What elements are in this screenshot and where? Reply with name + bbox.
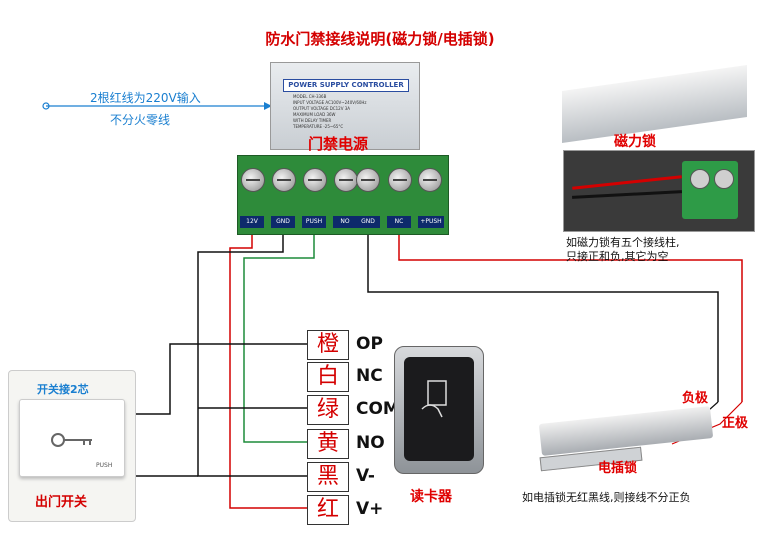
power-supply-box: POWER SUPPLY CONTROLLER MODEL CH-336B IN…	[270, 62, 420, 150]
terminal-12v: 12V	[240, 216, 264, 228]
card-reader-image	[394, 346, 484, 474]
input-note-line1: 2根红线为220V输入	[90, 91, 201, 105]
screw-icon	[418, 168, 442, 192]
terminal-gnd2: GND	[356, 216, 380, 228]
reader-label: 读卡器	[410, 489, 452, 505]
supply-header: POWER SUPPLY CONTROLLER	[283, 79, 409, 92]
boltlock-pos-label: 正极	[722, 416, 749, 431]
boltlock-note: 如电插锁无红黑线,则接线不分正负	[522, 491, 691, 504]
reader-wire-yellow: 黄	[307, 429, 349, 459]
terminal-no: NO	[333, 216, 357, 228]
reader-code-vplus: V+	[356, 499, 384, 519]
supply-spec-0: MODEL CH-336B	[293, 94, 327, 99]
maglock-note-line1: 如磁力锁有五个接线柱,	[566, 236, 680, 249]
boltlock-label: 电插锁	[598, 461, 638, 476]
reader-wire-orange: 橙	[307, 330, 349, 360]
exit-switch-top-label: 开关接2芯	[37, 383, 89, 396]
input-note-line2: 不分火零线	[110, 113, 171, 127]
page-title: 防水门禁接线说明(磁力锁/电插锁)	[265, 30, 495, 48]
exit-switch-push-text: PUSH	[96, 462, 113, 469]
screw-icon	[388, 168, 412, 192]
reader-wire-red: 红	[307, 495, 349, 525]
supply-spec-5: TEMPERATURE -25~65°C	[293, 124, 344, 129]
terminal-plus-push: +PUSH	[418, 216, 444, 228]
screw-icon	[303, 168, 327, 192]
supply-spec-2: OUTPUT VOLTAGE DC12V 3A	[293, 106, 351, 111]
reader-code-com: COM	[356, 399, 400, 419]
ac-input-arrow	[42, 102, 272, 110]
card-tap-icon	[421, 380, 447, 418]
wire-gnd-black	[197, 232, 307, 477]
reader-code-vminus: V-	[356, 466, 375, 486]
wire-push-green	[243, 232, 315, 443]
reader-code-nc: NC	[356, 366, 383, 386]
supply-spec-1: INPUT VOLTAGE AC100V~240V/60Hz	[293, 100, 367, 105]
terminal-push: PUSH	[302, 216, 326, 228]
reader-wire-green: 绿	[307, 395, 349, 425]
wire-exit-switch-1	[135, 343, 307, 415]
maglock-label: 磁力锁	[614, 134, 656, 150]
wire-nc-red	[398, 232, 743, 402]
exit-switch-image: 开关接2芯 PUSH 出门开关	[8, 370, 136, 522]
terminal-gnd: GND	[271, 216, 295, 228]
reader-code-no: NO	[356, 433, 385, 453]
screw-icon	[714, 169, 734, 189]
screw-icon	[272, 168, 296, 192]
key-icon	[51, 433, 92, 447]
wire-12v-red	[229, 232, 307, 509]
supply-spec-4: WITH DELAY TIMER	[293, 118, 332, 123]
boltlock-neg-label: 负极	[682, 391, 709, 406]
maglock-wiring-photo	[563, 150, 755, 232]
screw-icon	[241, 168, 265, 192]
reader-code-op: OP	[356, 334, 383, 354]
maglock-note-line2: 只接正和负,其它为空	[566, 250, 669, 263]
wire-gnd2-black	[367, 232, 719, 402]
screw-icon	[690, 169, 710, 189]
reader-wire-white: 白	[307, 362, 349, 392]
supply-label: 门禁电源	[308, 135, 369, 153]
terminal-nc: NC	[387, 216, 411, 228]
screw-icon	[334, 168, 358, 192]
exit-switch-bottom-label: 出门开关	[35, 495, 88, 510]
reader-wire-black: 黑	[307, 462, 349, 492]
supply-spec-3: MAXIMUM LOAD 36W	[293, 112, 336, 117]
screw-icon	[356, 168, 380, 192]
